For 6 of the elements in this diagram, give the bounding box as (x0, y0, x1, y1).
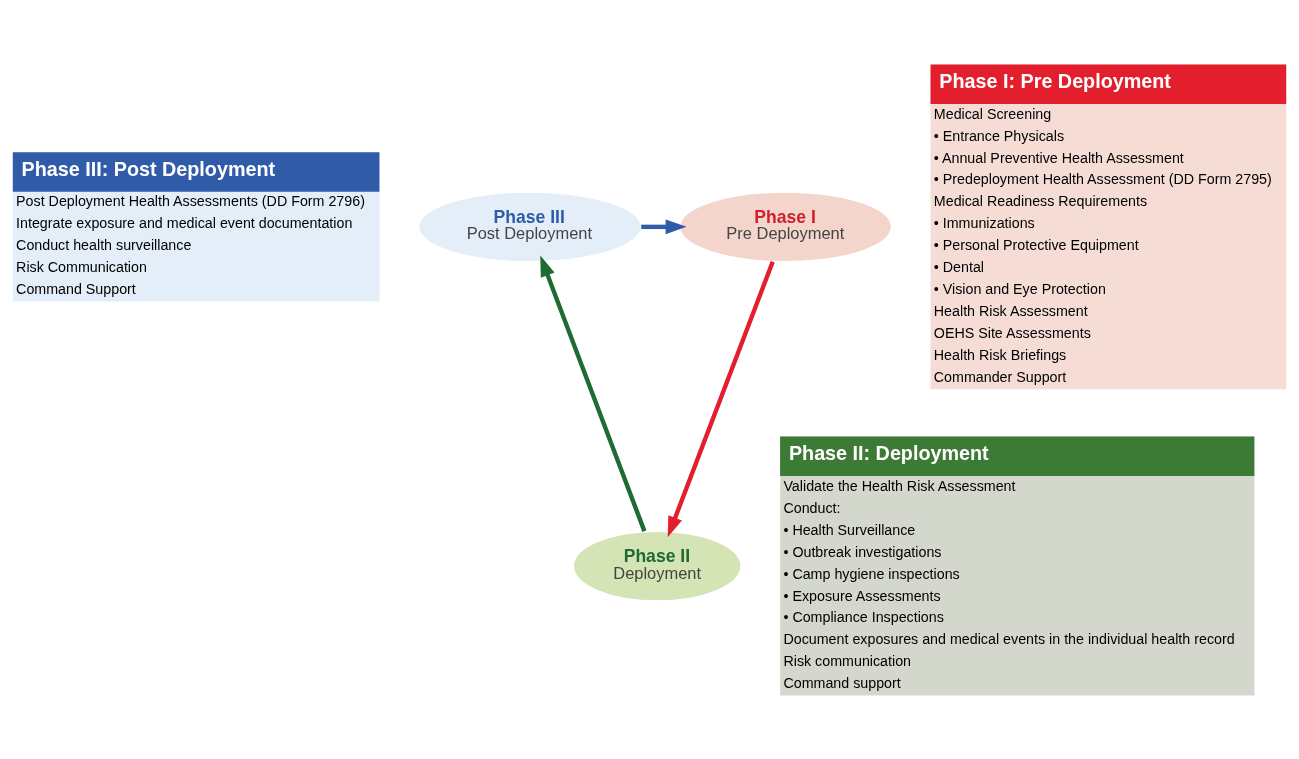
arrow (667, 260, 775, 537)
arrow (641, 219, 687, 234)
node-ellipse: Phase I Pre Deployment (679, 191, 892, 262)
node-ellipse: Phase III Post Deployment (418, 191, 642, 262)
node-ellipse: Phase II Deployment (572, 530, 742, 601)
arrow (540, 255, 647, 532)
